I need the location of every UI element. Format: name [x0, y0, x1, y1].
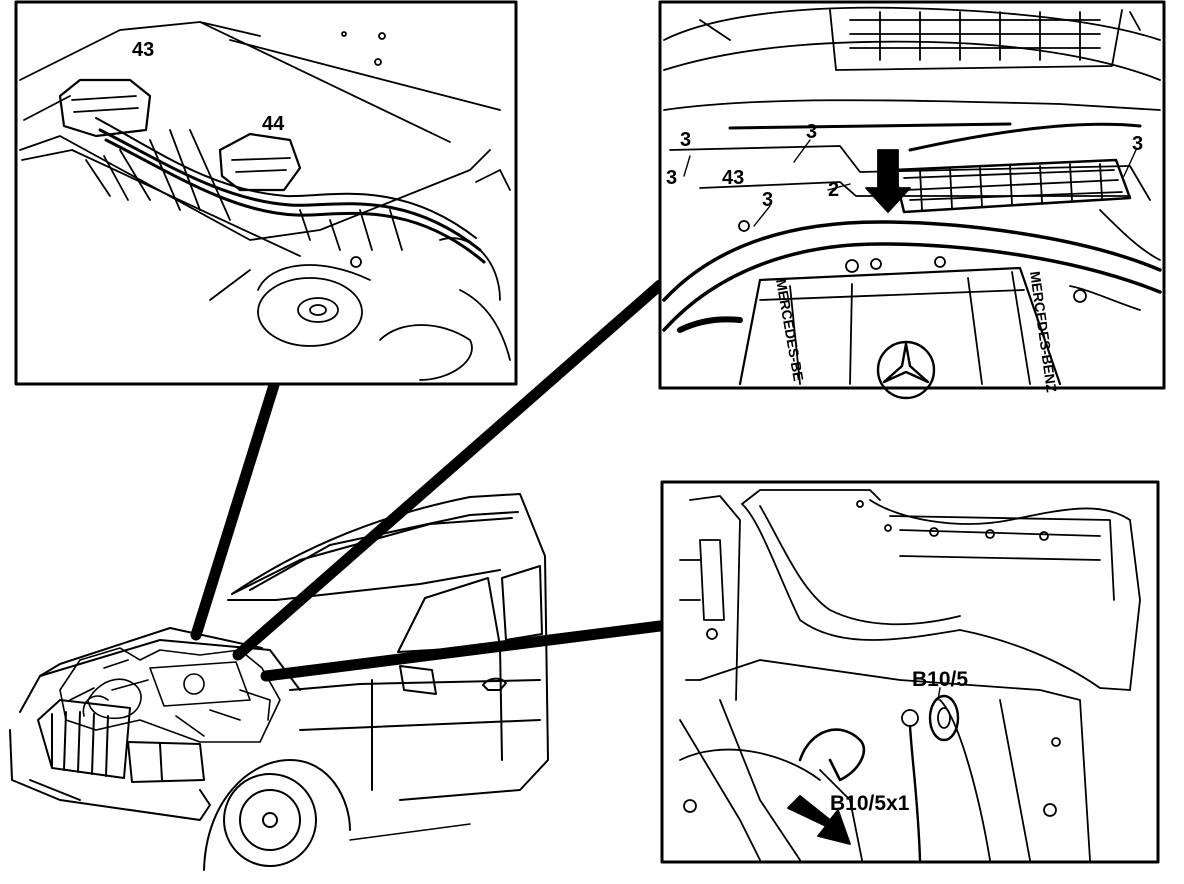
panel-bottom-right: B10/5 B10/5x1	[660, 480, 1160, 864]
label-b10-5x1: B10/5x1	[830, 792, 910, 815]
leader-lines	[190, 279, 666, 682]
arrow-diagonal-icon	[787, 795, 851, 845]
panel-top-left: 43 44	[14, 0, 518, 386]
engine-cover	[738, 266, 1062, 386]
engine-bay	[59, 647, 281, 743]
leader-bottom-right	[260, 620, 666, 682]
leader-top-left	[190, 379, 280, 641]
label-b10-5: B10/5	[912, 668, 968, 691]
label-3-c: 3	[1132, 133, 1143, 155]
label-3-e: 3	[762, 189, 773, 211]
label-2-top-right: 2	[828, 179, 839, 201]
panel-top-right: 3 3 3 3 3 43 2 MERCEDES-BE MERCEDES-BENZ	[658, 0, 1166, 400]
label-3-b: 3	[806, 121, 817, 143]
strut-tower-top-left	[257, 277, 363, 347]
label-44-top-left: 44	[262, 113, 285, 135]
connector-43	[58, 78, 152, 138]
connector-44	[218, 132, 302, 192]
car-illustration	[9, 493, 549, 871]
label-3-a: 3	[680, 129, 691, 151]
label-3-d: 3	[666, 167, 677, 189]
label-43-top-left: 43	[132, 39, 154, 61]
leader-top-right	[232, 279, 666, 661]
label-43-top-right: 43	[722, 167, 744, 189]
arrow-down-icon	[865, 149, 911, 213]
mercedes-star-icon	[876, 340, 936, 400]
front-wheel	[223, 773, 317, 867]
